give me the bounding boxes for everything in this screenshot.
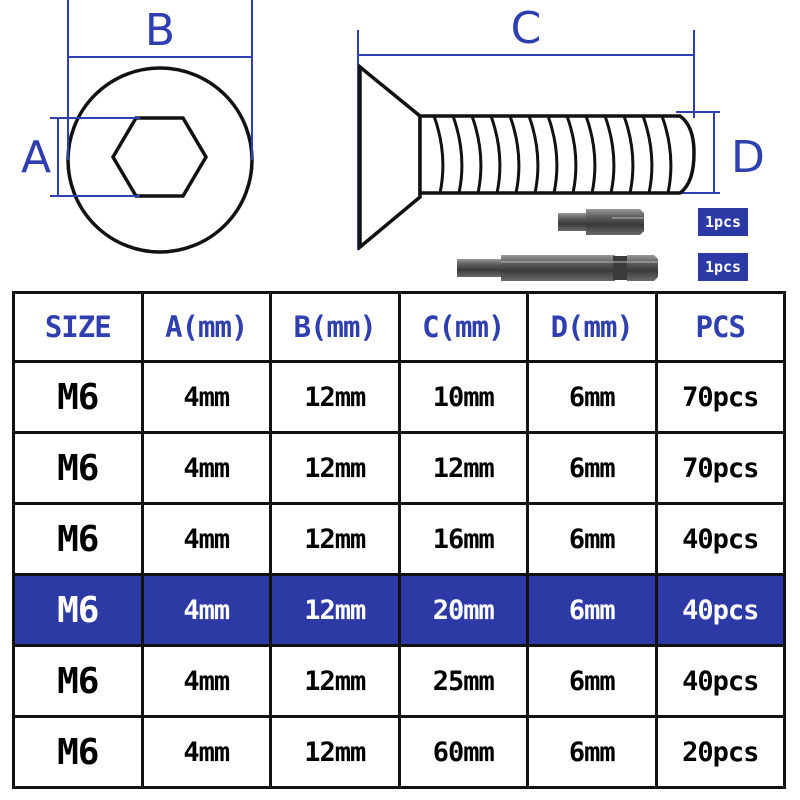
cell-c: 10mm: [397, 360, 529, 434]
cell-c: 20mm: [397, 573, 529, 647]
screw-dimension-diagram: B A C D: [21, 0, 765, 281]
cell-b: 12mm: [269, 431, 401, 505]
hex-bit-short-quantity-badge: 1pcs: [698, 208, 748, 236]
cell-d: 6mm: [526, 502, 658, 576]
hex-bit-short: [558, 209, 644, 235]
cell-d: 6mm: [526, 573, 658, 647]
screw-countersunk-head: [358, 63, 422, 251]
dimension-c: [357, 30, 695, 250]
cell-d: 6mm: [526, 360, 658, 434]
cell-size: M6: [12, 502, 144, 576]
column-header-a: A(mm): [140, 291, 272, 363]
cell-b: 12mm: [269, 360, 401, 434]
cell-a: 4mm: [140, 360, 272, 434]
cell-pcs: 40pcs: [654, 644, 786, 718]
cell-c: 25mm: [397, 644, 529, 718]
dimension-d: [676, 111, 720, 194]
cell-d: 6mm: [526, 644, 658, 718]
cell-size: M6: [12, 360, 144, 434]
column-header-pcs: PCS: [654, 291, 786, 363]
cell-c: 12mm: [397, 431, 529, 505]
dimension-b-label: B: [145, 5, 175, 56]
dimension-a-label: A: [21, 132, 51, 183]
cell-c: 60mm: [397, 715, 529, 789]
column-header-d: D(mm): [526, 291, 658, 363]
cell-a: 4mm: [140, 502, 272, 576]
cell-pcs: 70pcs: [654, 431, 786, 505]
cell-b: 12mm: [269, 502, 401, 576]
cell-size: M6: [12, 715, 144, 789]
dimension-c-label: C: [511, 3, 542, 54]
cell-d: 6mm: [526, 431, 658, 505]
screw-head-top-view: [66, 66, 254, 254]
cell-size: M6: [12, 644, 144, 718]
cell-a: 4mm: [140, 573, 272, 647]
column-header-size: SIZE: [12, 291, 144, 363]
cell-size: M6: [12, 431, 144, 505]
cell-b: 12mm: [269, 715, 401, 789]
cell-pcs: 20pcs: [654, 715, 786, 789]
hex-bit-long-quantity-badge: 1pcs: [698, 253, 748, 281]
cell-a: 4mm: [140, 715, 272, 789]
cell-size: M6: [12, 573, 144, 647]
column-header-c: C(mm): [397, 291, 529, 363]
cell-b: 12mm: [269, 573, 401, 647]
table-header-row: SIZE A(mm) B(mm) C(mm) D(mm) PCS: [12, 291, 786, 363]
cell-pcs: 70pcs: [654, 360, 786, 434]
dimension-a: [50, 117, 140, 197]
column-header-b: B(mm): [269, 291, 401, 363]
cell-pcs: 40pcs: [654, 573, 786, 647]
dimension-b: [67, 0, 253, 160]
dimension-d-label: D: [731, 132, 765, 183]
cell-a: 4mm: [140, 431, 272, 505]
hex-bit-long: [457, 255, 658, 281]
cell-b: 12mm: [269, 644, 401, 718]
screw-threads: [432, 115, 673, 194]
cell-d: 6mm: [526, 715, 658, 789]
cell-c: 16mm: [397, 502, 529, 576]
screw-side-view: [358, 63, 696, 251]
cell-pcs: 40pcs: [654, 502, 786, 576]
cell-a: 4mm: [140, 644, 272, 718]
